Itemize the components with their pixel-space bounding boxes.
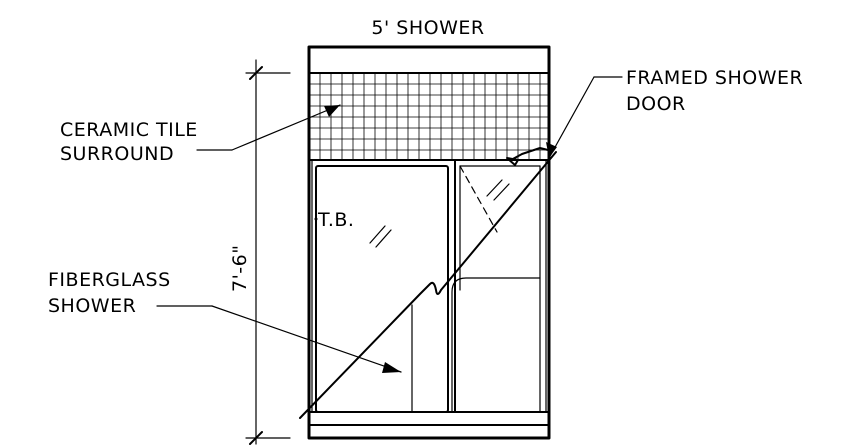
glass-mark-2 bbox=[375, 229, 392, 248]
glass-mark-4 bbox=[493, 183, 510, 201]
fiberglass-label-1: FIBERGLASS bbox=[48, 269, 171, 291]
height-dimension bbox=[245, 59, 291, 445]
framed-door-leader bbox=[546, 76, 623, 159]
framed-door-label-2: DOOR bbox=[626, 93, 686, 115]
glass-mark-1 bbox=[369, 225, 386, 244]
door-swing-dashed bbox=[459, 165, 498, 233]
framed-door-label-1: FRAMED SHOWER bbox=[626, 67, 803, 89]
fiberglass-leader bbox=[156, 305, 402, 373]
break-line bbox=[299, 151, 557, 419]
left-glass-panel bbox=[315, 165, 449, 413]
ceramic-tile-label-2: SURROUND bbox=[60, 143, 174, 165]
ceramic-tile-leader bbox=[196, 104, 341, 151]
tub-bench-dot bbox=[314, 217, 318, 221]
ceramic-tile-label-1: CERAMIC TILE bbox=[60, 119, 198, 141]
height-dimension-label: 7'-6" bbox=[229, 245, 251, 293]
tub-bench-label: T.B. bbox=[317, 209, 354, 231]
glass-mark-3 bbox=[486, 179, 503, 197]
fiberglass-label-2: SHOWER bbox=[48, 295, 136, 317]
fiberglass-shower-unit bbox=[308, 159, 550, 413]
drawing-title: 5' SHOWER bbox=[371, 17, 484, 39]
ceramic-tile-grid bbox=[309, 73, 549, 160]
outer-frame bbox=[307, 45, 551, 440]
shower-head bbox=[506, 147, 549, 166]
shower-enclosure bbox=[307, 45, 551, 440]
